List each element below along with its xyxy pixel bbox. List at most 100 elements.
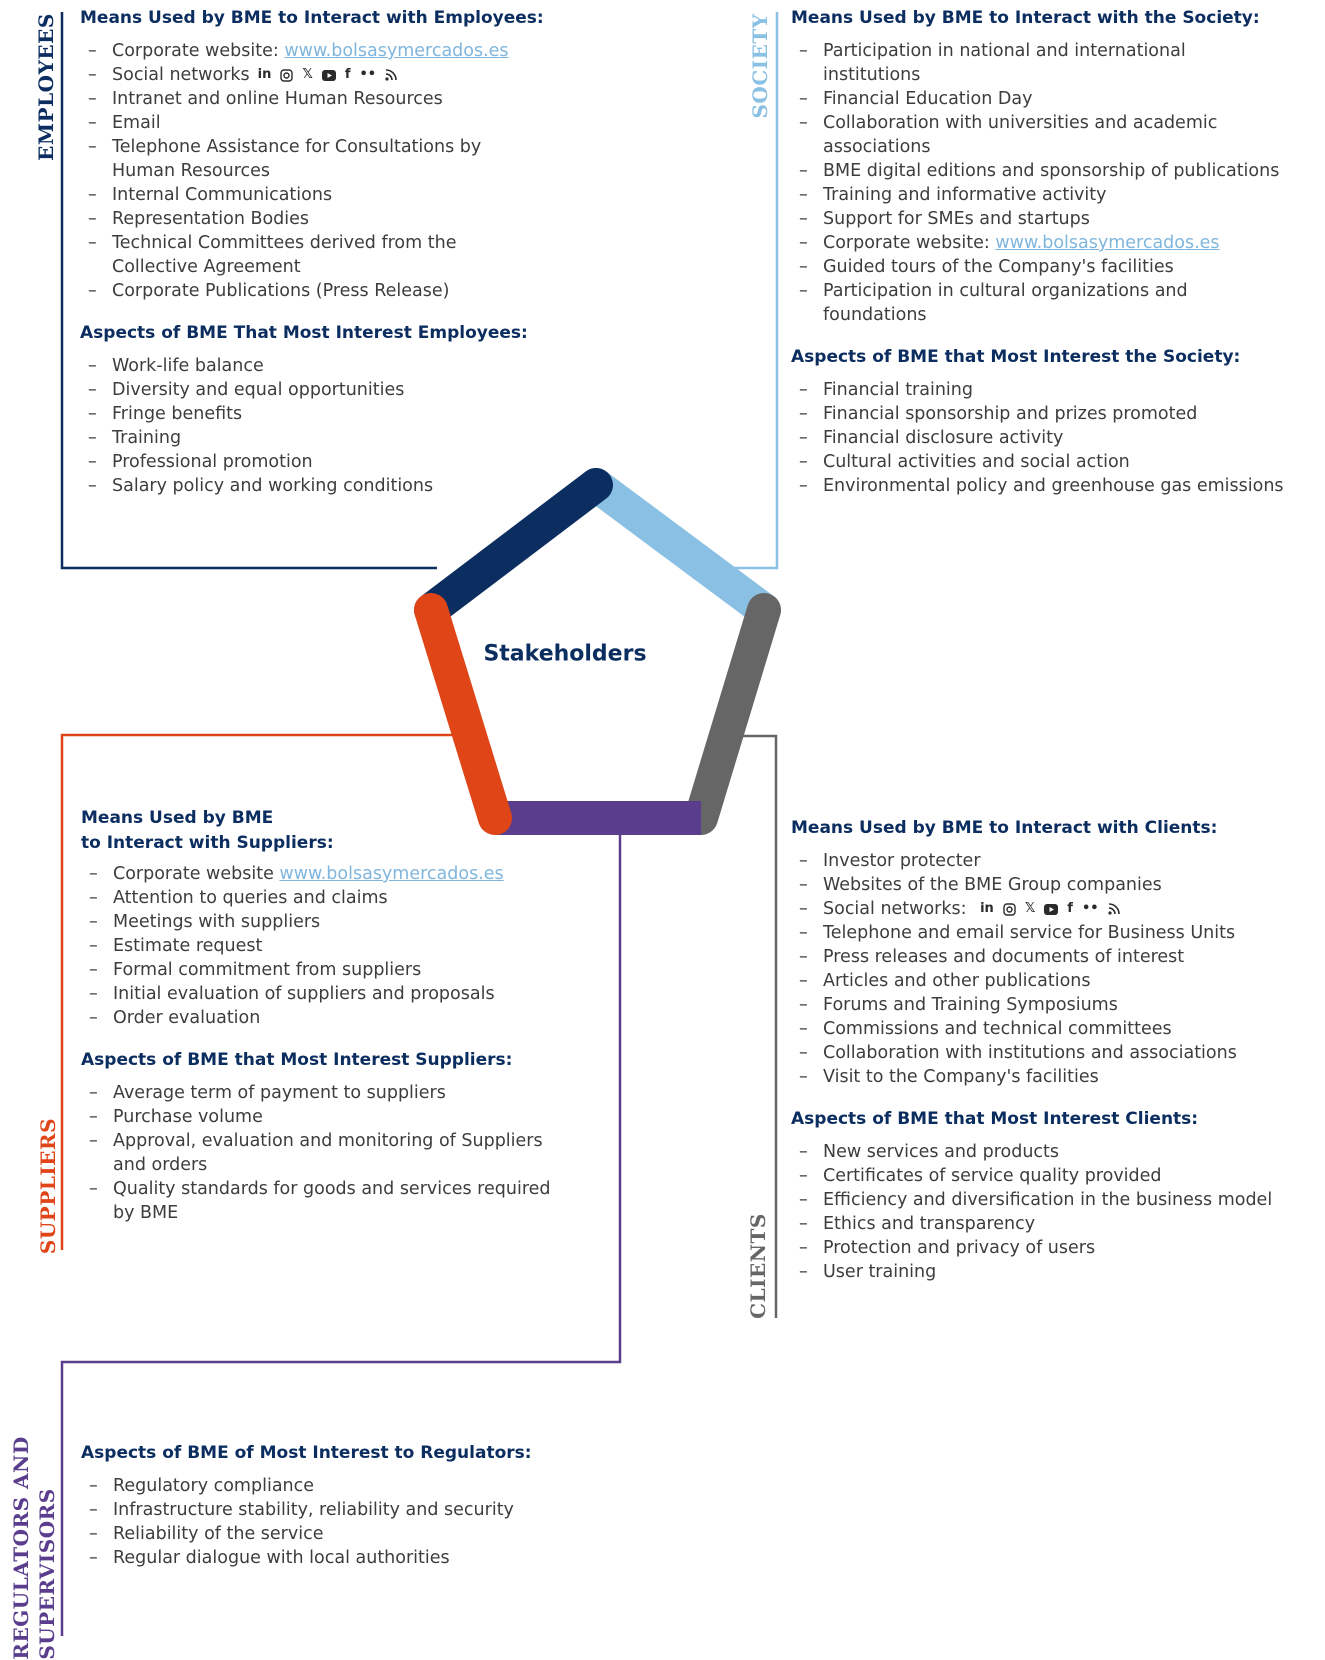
list-item: Telephone and email service for Business… [791, 921, 1321, 945]
flickr-icon[interactable]: •• [1081, 901, 1099, 916]
list-item: Meetings with suppliers [81, 910, 581, 934]
society-aspects-heading: Aspects of BME that Most Interest the So… [791, 347, 1241, 367]
list-item: Protection and privacy of users [791, 1236, 1321, 1260]
list-item: Technical Committees derived from the Co… [80, 231, 492, 279]
suppliers-means-heading: Means Used by BME to Interact with Suppl… [81, 808, 334, 853]
list-item: Average term of payment to suppliers [81, 1081, 581, 1105]
list-item: Intranet and online Human Resources [80, 87, 580, 111]
list-item: Work-life balance [80, 354, 580, 378]
list-item: Formal commitment from suppliers [81, 958, 581, 982]
rss-icon[interactable] [385, 69, 397, 81]
list-item: Support for SMEs and startups [791, 207, 1321, 231]
list-item: Articles and other publications [791, 969, 1321, 993]
suppliers-means-list: Corporate website www.bolsasymercados.es… [81, 862, 581, 1030]
employees-block: Means Used by BME to Interact with Emplo… [80, 6, 580, 512]
website-link[interactable]: www.bolsasymercados.es [284, 41, 509, 61]
pentagon-side-clients [684, 593, 781, 835]
list-item: Environmental policy and greenhouse gas … [791, 474, 1321, 498]
list-item: Financial sponsorship and prizes promote… [791, 402, 1321, 426]
list-item: New services and products [791, 1140, 1321, 1164]
list-item: Visit to the Company's facilities [791, 1065, 1321, 1089]
regulators-label-line-1: REGULATORS AND [9, 1436, 33, 1660]
list-item: Corporate website: www.bolsasymercados.e… [791, 231, 1321, 255]
society-block: Means Used by BME to Interact with the S… [791, 6, 1321, 512]
list-item: Attention to queries and claims [81, 886, 581, 910]
employees-means-list: Corporate website: www.bolsasymercados.e… [80, 39, 580, 303]
linkedin-icon[interactable]: in [980, 901, 994, 916]
instagram-icon[interactable] [1003, 902, 1016, 916]
list-item: Reliability of the service [81, 1522, 601, 1546]
list-item: Quality standards for goods and services… [81, 1177, 563, 1225]
society-frame [720, 12, 779, 570]
list-item: Approval, evaluation and monitoring of S… [81, 1129, 563, 1177]
rss-icon[interactable] [1107, 903, 1120, 915]
clients-aspects-list: New services and products Certificates o… [791, 1140, 1321, 1284]
regulators-label-line-2: SUPERVISORS [35, 1488, 59, 1660]
list-item: Forums and Training Symposiums [791, 993, 1321, 1017]
list-item: Corporate website: www.bolsasymercados.e… [80, 39, 580, 63]
list-item: Telephone Assistance for Consultations b… [80, 135, 492, 183]
list-item: Infrastructure stability, reliability an… [81, 1498, 601, 1522]
youtube-icon[interactable] [1044, 903, 1059, 915]
employees-aspects-list: Work-life balance Diversity and equal op… [80, 354, 580, 498]
list-item: Diversity and equal opportunities [80, 378, 580, 402]
regulators-frame [60, 832, 622, 1636]
linkedin-icon[interactable]: in [257, 67, 272, 82]
employees-means-heading: Means Used by BME to Interact with Emplo… [80, 8, 544, 28]
list-item: Efficiency and diversification in the bu… [791, 1188, 1321, 1212]
list-item: Purchase volume [81, 1105, 581, 1129]
suppliers-label: SUPPLIERS [36, 1117, 60, 1255]
list-item: Ethics and transparency [791, 1212, 1321, 1236]
facebook-icon[interactable]: f [1067, 901, 1073, 916]
list-item: Corporate website www.bolsasymercados.es [81, 862, 581, 886]
list-item: Salary policy and working conditions [80, 474, 580, 498]
list-item: Corporate Publications (Press Release) [80, 279, 580, 303]
list-item: User training [791, 1260, 1321, 1284]
employees-frame [60, 12, 437, 570]
website-link[interactable]: www.bolsasymercados.es [995, 233, 1220, 253]
suppliers-frame [60, 733, 455, 1250]
regulators-aspects-list: Regulatory compliance Infrastructure sta… [81, 1474, 601, 1570]
pentagon-side-suppliers [414, 593, 512, 835]
center-title: Stakeholders [483, 641, 647, 667]
flickr-icon[interactable]: •• [359, 67, 377, 82]
clients-aspects-heading: Aspects of BME that Most Interest Client… [791, 1109, 1199, 1129]
list-item: Training [80, 426, 580, 450]
society-label: SOCIETY [748, 13, 772, 119]
list-item: Regulatory compliance [81, 1474, 601, 1498]
clients-label: CLIENTS [746, 1213, 770, 1319]
list-item: Financial disclosure activity [791, 426, 1321, 450]
regulators-aspects-heading: Aspects of BME of Most Interest to Regul… [81, 1443, 532, 1463]
regulators-label: REGULATORS AND SUPERVISORS [8, 1436, 60, 1659]
list-item: Collaboration with universities and acad… [791, 111, 1243, 159]
list-item: Participation in cultural organizations … [791, 279, 1223, 327]
list-item: Investor protecter [791, 849, 1321, 873]
suppliers-aspects-heading: Aspects of BME that Most Interest Suppli… [81, 1050, 513, 1070]
society-means-list: Participation in national and internatio… [791, 39, 1321, 327]
list-item: Training and informative activity [791, 183, 1321, 207]
employees-aspects-heading: Aspects of BME That Most Interest Employ… [80, 323, 528, 343]
website-link[interactable]: www.bolsasymercados.es [279, 864, 504, 884]
society-aspects-list: Financial training Financial sponsorship… [791, 378, 1321, 498]
list-item: Email [80, 111, 580, 135]
clients-frame [740, 734, 778, 1318]
list-item: Participation in national and internatio… [791, 39, 1223, 87]
list-item: Financial training [791, 378, 1321, 402]
list-item: Representation Bodies [80, 207, 580, 231]
pentagon-side-society [579, 468, 781, 627]
youtube-icon[interactable] [321, 69, 336, 81]
clients-means-list: Investor protecter Websites of the BME G… [791, 849, 1321, 1089]
list-item: Certificates of service quality provided [791, 1164, 1321, 1188]
list-item: Fringe benefits [80, 402, 580, 426]
instagram-icon[interactable] [280, 68, 294, 82]
facebook-icon[interactable]: f [344, 67, 351, 82]
list-item: Professional promotion [80, 450, 580, 474]
suppliers-block: Means Used by BME to Interact with Suppl… [81, 806, 581, 1239]
x-icon[interactable]: 𝕏 [302, 67, 313, 82]
list-item: Order evaluation [81, 1006, 581, 1030]
x-icon[interactable]: 𝕏 [1024, 901, 1036, 916]
list-item: Internal Communications [80, 183, 580, 207]
